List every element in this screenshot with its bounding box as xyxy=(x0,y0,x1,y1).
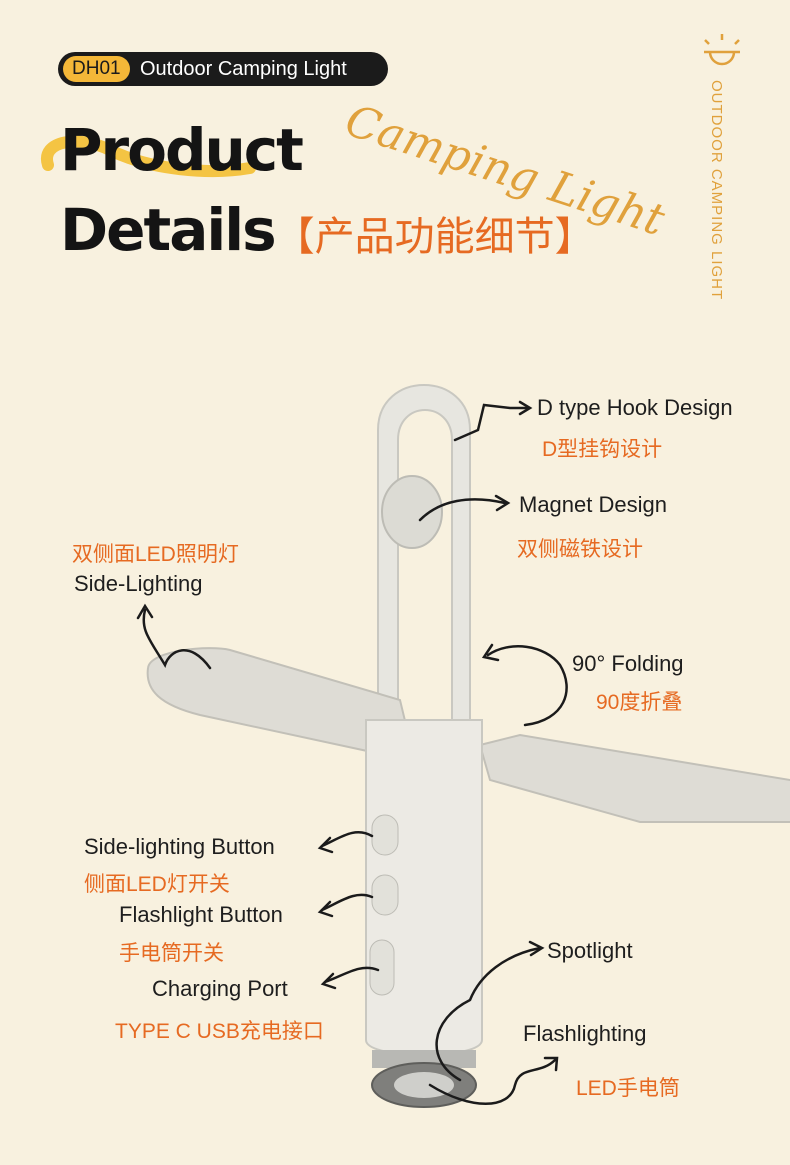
flashlighting-label-zh: LED手电筒 xyxy=(576,1077,680,1100)
flash-button-label-en: Flashlight Button xyxy=(119,902,283,927)
sun-icon xyxy=(704,34,740,66)
port-label-en: Charging Port xyxy=(152,976,288,1001)
side-light-label-zh: 双侧面LED照明灯 xyxy=(72,543,239,566)
side-light-arrow xyxy=(142,608,212,670)
flash-button-arrow xyxy=(320,893,374,912)
spotlight-arrow xyxy=(435,946,542,1082)
side-button-arrow xyxy=(320,830,374,848)
metal-ring xyxy=(372,1050,476,1068)
right-panel xyxy=(478,733,790,823)
port-arrow xyxy=(323,966,380,984)
vertical-tagline: OUTDOOR CAMPING LIGHT xyxy=(708,80,725,301)
magnet-disc xyxy=(381,475,443,549)
flash-button-label-zh: 手电筒开关 xyxy=(119,942,224,965)
magnet-label-zh: 双侧磁铁设计 xyxy=(517,538,643,561)
fold-arrow xyxy=(486,645,568,727)
side-button-label-zh: 侧面LED灯开关 xyxy=(84,873,230,896)
fold-label-zh: 90度折叠 xyxy=(596,691,683,714)
magnet-label-en: Magnet Design xyxy=(519,492,667,517)
d-hook xyxy=(377,384,471,721)
flashlighting-label-en: Flashlighting xyxy=(523,1021,647,1046)
port-label-zh: TYPE C USB充电接口 xyxy=(115,1020,324,1043)
fold-label-en: 90° Folding xyxy=(572,651,684,676)
flashlighting-arrow xyxy=(428,1058,557,1105)
badge-text: Outdoor Camping Light xyxy=(140,58,347,80)
magnet-arrow xyxy=(418,498,507,522)
model-code: DH01 xyxy=(63,56,130,82)
spotlight-label-en: Spotlight xyxy=(547,938,633,963)
side-light-button xyxy=(371,814,399,856)
side-button-label-en: Side-lighting Button xyxy=(84,834,275,859)
side-light-label-en: Side-Lighting xyxy=(74,571,203,596)
flashlight-button xyxy=(371,874,399,916)
title-swoosh xyxy=(41,135,256,177)
title-line-2: Details【产品功能细节】 xyxy=(60,200,595,267)
title-details: Details xyxy=(60,196,277,264)
hook-label-en: D type Hook Design xyxy=(537,395,733,420)
model-badge: DH01 Outdoor Camping Light xyxy=(58,52,388,86)
hook-arrow xyxy=(453,403,530,442)
hook-label-zh: D型挂钩设计 xyxy=(542,438,663,461)
title-chinese: 【产品功能细节】 xyxy=(274,214,595,260)
title-line-1: Product xyxy=(60,116,304,184)
